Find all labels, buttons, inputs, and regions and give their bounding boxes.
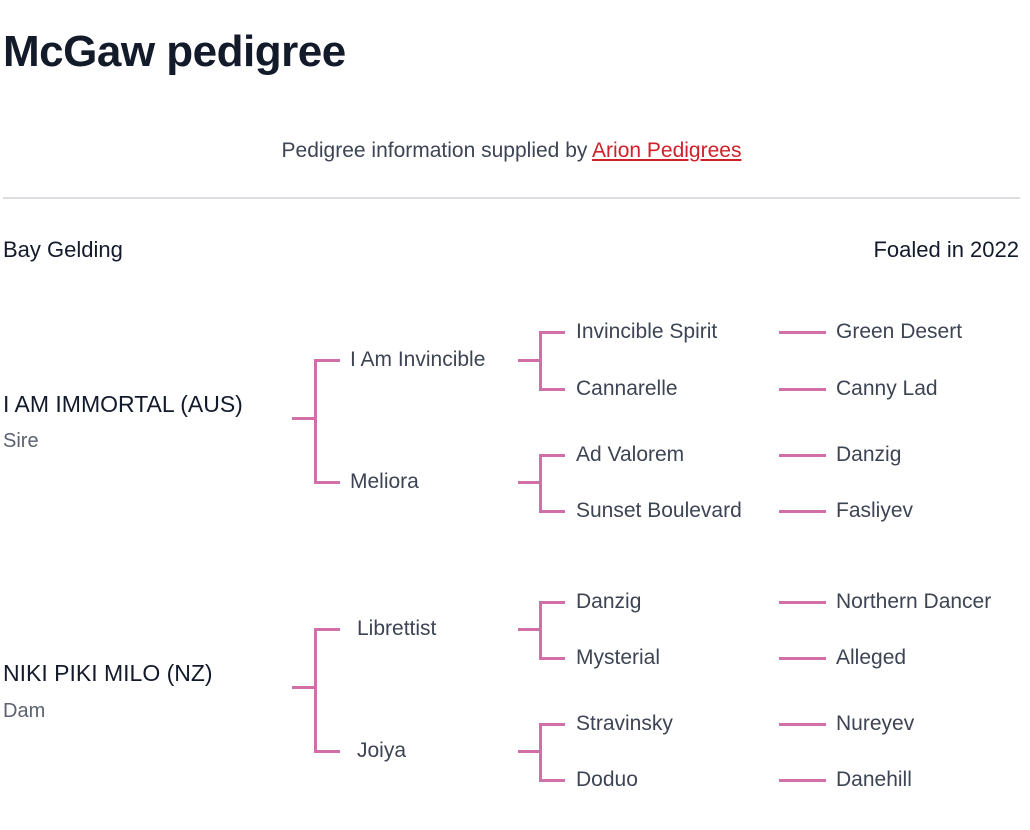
connector-line <box>539 388 565 391</box>
arion-pedigrees-link[interactable]: Arion Pedigrees <box>592 139 742 162</box>
great-grandparent-name[interactable]: Ad Valorem <box>576 443 685 466</box>
great-great-grandparent-name[interactable]: Nureyev <box>836 712 915 735</box>
connector-line <box>539 331 542 391</box>
connector-line <box>314 750 340 753</box>
connector-line <box>539 601 565 604</box>
connector-line <box>539 723 565 726</box>
connector-line <box>539 331 565 334</box>
connector-line <box>779 723 826 726</box>
dam-role-label: Dam <box>3 700 46 722</box>
great-great-grandparent-name[interactable]: Fasliyev <box>836 499 914 522</box>
connector-line <box>539 454 565 457</box>
great-grandparent-name[interactable]: Sunset Boulevard <box>576 499 742 522</box>
connector-line <box>292 686 316 689</box>
great-grandparent-name[interactable]: Danzig <box>576 590 642 613</box>
connector-line <box>539 510 565 513</box>
connector-line <box>539 723 542 782</box>
great-great-grandparent-name[interactable]: Canny Lad <box>836 377 938 400</box>
great-great-grandparent-name[interactable]: Danehill <box>836 768 912 791</box>
great-great-grandparent-name[interactable]: Danzig <box>836 443 902 466</box>
connector-line <box>518 359 541 362</box>
great-grandparent-name[interactable]: Stravinsky <box>576 712 673 735</box>
connector-line <box>779 510 826 513</box>
supplied-by-label: Pedigree information supplied by <box>281 139 593 162</box>
great-great-grandparent-name[interactable]: Green Desert <box>836 320 963 343</box>
connector-line <box>314 628 340 631</box>
connector-line <box>539 657 565 660</box>
sire-role-label: Sire <box>3 430 39 452</box>
connector-line <box>539 779 565 782</box>
page-title: McGaw pedigree <box>3 27 346 76</box>
connector-line <box>314 359 340 362</box>
connector-line <box>518 628 541 631</box>
great-grandparent-name[interactable]: Invincible Spirit <box>576 320 718 343</box>
divider <box>3 197 1020 199</box>
connector-line <box>539 454 542 513</box>
great-grandparent-name[interactable]: Mysterial <box>576 646 661 669</box>
great-great-grandparent-name[interactable]: Northern Dancer <box>836 590 992 613</box>
connector-line <box>314 628 317 753</box>
sire-name[interactable]: I AM IMMORTAL (AUS) <box>3 391 243 417</box>
grandparent-name[interactable]: I Am Invincible <box>350 348 486 371</box>
connector-line <box>314 359 317 484</box>
connector-line <box>292 417 316 420</box>
connector-line <box>518 750 541 753</box>
great-great-grandparent-name[interactable]: Alleged <box>836 646 907 669</box>
horse-colour-sex: Bay Gelding <box>3 237 123 262</box>
connector-line <box>314 481 340 484</box>
grandparent-name[interactable]: Librettist <box>357 617 437 640</box>
supplied-by-text: Pedigree information supplied by Arion P… <box>0 136 1023 166</box>
great-grandparent-name[interactable]: Doduo <box>576 768 638 791</box>
connector-line <box>539 601 542 660</box>
connector-line <box>779 657 826 660</box>
connector-line <box>779 601 826 604</box>
foaled-year: Foaled in 2022 <box>873 237 1019 262</box>
connector-line <box>779 454 826 457</box>
connector-line <box>518 481 541 484</box>
grandparent-name[interactable]: Meliora <box>350 470 419 493</box>
dam-name[interactable]: NIKI PIKI MILO (NZ) <box>3 660 213 686</box>
connector-line <box>779 388 826 391</box>
great-grandparent-name[interactable]: Cannarelle <box>576 377 678 400</box>
grandparent-name[interactable]: Joiya <box>357 739 407 762</box>
connector-line <box>779 331 826 334</box>
connector-line <box>779 779 826 782</box>
